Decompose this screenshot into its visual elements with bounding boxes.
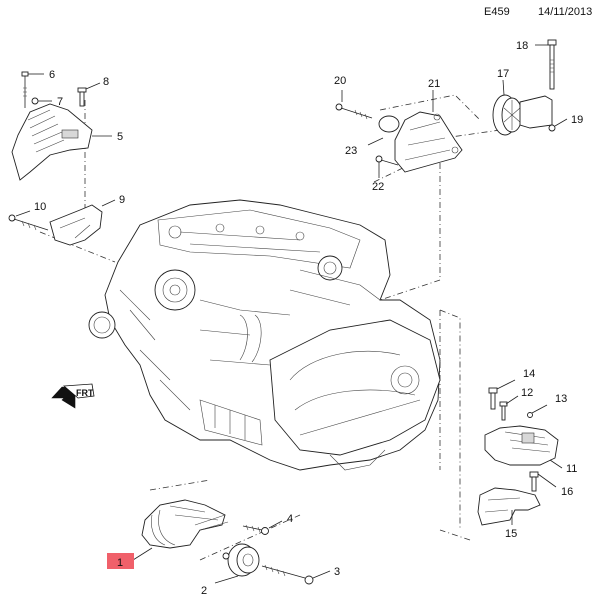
callout-13[interactable]: 13 — [555, 393, 567, 405]
diagram-date: 14/11/2013 — [538, 6, 593, 18]
part-7-nut — [31, 97, 39, 105]
part-23-shield — [378, 115, 400, 133]
part-5-engine-mount — [11, 103, 93, 181]
callout-18[interactable]: 18 — [516, 40, 528, 52]
callout-5[interactable]: 5 — [117, 131, 123, 143]
part-20-bolt — [335, 103, 373, 120]
callout-7[interactable]: 7 — [57, 96, 63, 108]
part-17-bushing-mount — [492, 94, 553, 136]
part-14-bolt — [488, 387, 498, 410]
callout-labels: 1 2 3 4 5 6 7 8 9 10 11 12 13 14 15 16 1… — [34, 40, 583, 597]
part-6-bolt — [21, 71, 29, 108]
part-18-bolt — [547, 39, 557, 90]
frt-label: FRT — [76, 388, 94, 398]
callout-3[interactable]: 3 — [334, 566, 340, 578]
callout-22[interactable]: 22 — [372, 181, 384, 193]
part-1-rear-mount[interactable] — [141, 499, 229, 549]
callout-17[interactable]: 17 — [497, 68, 509, 80]
callout-14[interactable]: 14 — [523, 368, 535, 380]
callout-11[interactable]: 11 — [566, 463, 577, 475]
callout-1[interactable]: 1 — [117, 557, 123, 569]
part-15-bracket — [477, 487, 541, 526]
part-9-bracket — [49, 204, 103, 246]
part-13-nut — [527, 412, 533, 418]
callout-20[interactable]: 20 — [334, 75, 346, 87]
part-19-nut — [548, 124, 556, 132]
part-3-bolt — [261, 564, 314, 585]
callout-6[interactable]: 6 — [49, 69, 55, 81]
part-10-bolt — [8, 214, 49, 231]
leader-lines — [15, 44, 568, 584]
callout-16[interactable]: 16 — [561, 486, 573, 498]
callout-9[interactable]: 9 — [119, 194, 125, 206]
callout-4[interactable]: 4 — [287, 513, 293, 525]
callout-8[interactable]: 8 — [103, 76, 109, 88]
callout-10[interactable]: 10 — [34, 201, 46, 213]
part-21-bracket — [394, 111, 463, 173]
callout-2[interactable]: 2 — [201, 585, 207, 597]
part-4-bolt — [242, 524, 269, 535]
callout-21[interactable]: 21 — [428, 78, 440, 90]
front-orientation-badge: FRT — [51, 383, 95, 409]
engine-assembly — [88, 199, 441, 471]
selected-part-highlight[interactable] — [107, 553, 134, 569]
callout-12[interactable]: 12 — [521, 387, 533, 399]
part-8-bolt — [77, 87, 87, 107]
callout-19[interactable]: 19 — [571, 114, 583, 126]
callout-23[interactable]: 23 — [345, 145, 357, 157]
part-11-mount — [484, 425, 559, 466]
part-2-bushing — [222, 543, 260, 577]
part-12-bolt — [499, 401, 508, 421]
diagram-code: E459 — [484, 6, 510, 18]
callout-15[interactable]: 15 — [505, 528, 517, 540]
part-16-bolt — [529, 471, 539, 492]
